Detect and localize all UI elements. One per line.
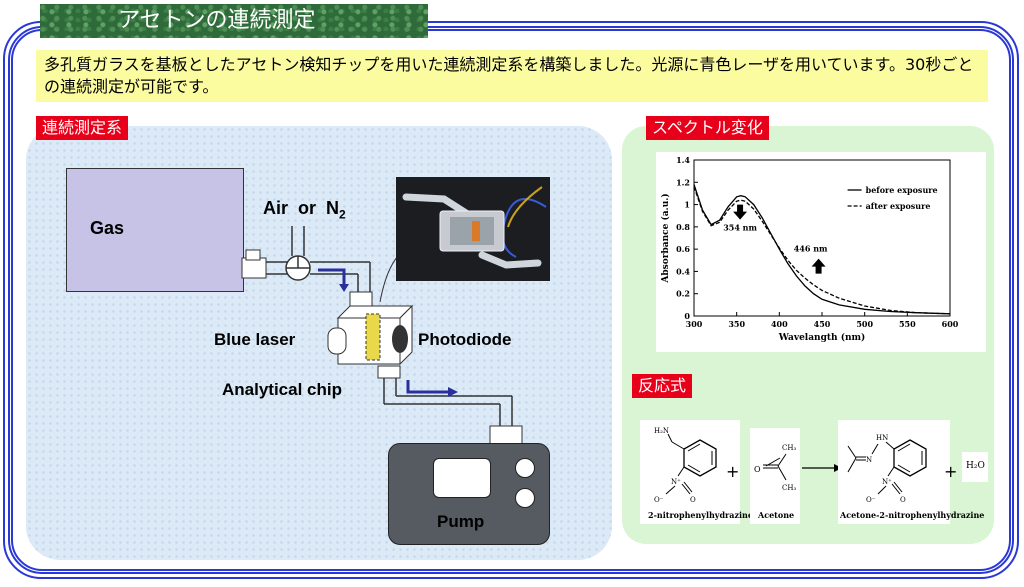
x-tick-label: 350 xyxy=(728,319,745,329)
pump: Pump xyxy=(388,443,550,545)
y-tick-label: 0.4 xyxy=(676,266,690,276)
y-tick-label: 1 xyxy=(684,200,690,210)
nitro-n-atom: N⁺ xyxy=(671,478,681,486)
setup-diagram-lines xyxy=(241,226,523,445)
pump-button-bottom xyxy=(515,488,535,508)
acetone-methyl-top: CH₃ xyxy=(782,444,796,452)
nitro-o-atom: O xyxy=(690,496,696,504)
outer-frame xyxy=(3,21,1019,579)
x-axis-ticks: 300 350 400 450 500 550 600 xyxy=(686,312,959,329)
product-nitro-ominus: O⁻ xyxy=(866,496,876,504)
x-tick-label: 450 xyxy=(814,319,831,329)
x-tick-label: 500 xyxy=(856,319,873,329)
y-tick-label: 1.4 xyxy=(676,155,690,165)
acetone-methyl-bottom: CH₃ xyxy=(782,484,796,492)
flow-arrow-out xyxy=(406,380,450,394)
acetone-structure: O CH₃ CH₃ xyxy=(754,444,796,492)
chip-label: Analytical chip xyxy=(222,380,342,399)
x-tick-label: 300 xyxy=(686,319,703,329)
carrier-gas-label: Air or N2 xyxy=(263,198,346,222)
h2n-atom: H₂N xyxy=(654,427,669,435)
y-tick-label: 0.2 xyxy=(676,289,690,299)
laser-lens xyxy=(327,327,347,355)
intro-text: 多孔質ガラスを基板としたアセトン検知チップを用いた連続測定系を構築しました。光源… xyxy=(36,50,988,102)
product-nitro-o: O xyxy=(900,496,906,504)
x-tick-label: 600 xyxy=(942,319,959,329)
product-hn-atom: HN xyxy=(876,434,888,442)
pump-button-top xyxy=(515,458,535,478)
series-line-2 xyxy=(693,186,951,315)
chip-photo-illustration xyxy=(396,177,550,281)
reactant2-card: O CH₃ CH₃ Acetone xyxy=(750,428,800,524)
water-card: H₂O xyxy=(962,452,988,482)
water-formula: H₂O xyxy=(966,461,985,471)
setup-section-label: 連続測定系 xyxy=(36,116,129,140)
product-structure: HN N N⁺ O⁻ O xyxy=(847,434,927,504)
laser-label: Blue laser xyxy=(214,330,296,349)
annotation-arrow-down xyxy=(733,204,748,220)
x-tick-label: 400 xyxy=(771,319,788,329)
plot-frame xyxy=(693,159,951,317)
y-axis-ticks: 0 0.2 0.4 0.6 0.8 1 1.2 1.4 xyxy=(676,155,698,321)
annotation-label: 354 nm xyxy=(723,223,757,233)
legend-label: before exposure xyxy=(866,185,938,195)
product-n-atom: N xyxy=(866,456,872,464)
acetone-o-atom: O xyxy=(754,465,761,474)
x-axis-label: Wavelangth (nm) xyxy=(778,332,866,343)
gas-cylinder xyxy=(66,168,244,292)
pump-inlet xyxy=(489,425,523,445)
reaction-section-label: 反応式 xyxy=(632,374,693,398)
product-name: Acetone-2-nitrophenylhydrazine xyxy=(840,510,985,520)
photodiode-label: Photodiode xyxy=(418,330,512,349)
peak-annotations: 354 nm 446 nm xyxy=(723,204,828,274)
reactant1-card: H₂N N⁺ O⁻ O 2-nitrophenylhydrazine xyxy=(640,420,753,524)
y-axis-label: Absorbance (a.u.) xyxy=(660,193,671,283)
y-tick-label: 0 xyxy=(684,311,690,321)
content-frame xyxy=(8,26,1014,574)
y-tick-label: 0.6 xyxy=(676,244,690,254)
product-card: HN N N⁺ O⁻ O Acetone-2-nitrophenylhydraz… xyxy=(838,420,984,524)
gas-connector-cap xyxy=(245,249,261,261)
reactant1-name: 2-nitrophenylhydrazine xyxy=(648,510,753,520)
pump-display xyxy=(433,458,491,498)
page-title: アセトンの連続測定 xyxy=(40,4,428,38)
nitro-ominus-atom: O⁻ xyxy=(654,496,664,504)
nitrophenylhydrazine-structure: H₂N N⁺ O⁻ O xyxy=(654,427,717,504)
series-lines xyxy=(693,184,951,315)
spectrum-chart: 0 0.2 0.4 0.6 0.8 1 1.2 1.4 300 350 400 450 500 550 6… xyxy=(660,155,959,343)
photodiode-sensor xyxy=(392,325,408,353)
pump-label: Pump xyxy=(437,512,485,531)
legend-label: after exposure xyxy=(866,201,931,211)
plus-sign-2: + xyxy=(944,462,958,481)
spectrum-chart-area: 0 0.2 0.4 0.6 0.8 1 1.2 1.4 300 350 400 450 500 550 6… xyxy=(656,152,986,352)
y-tick-label: 1.2 xyxy=(676,177,690,187)
chart-legend: before exposure after exposure xyxy=(847,185,938,211)
annotation-arrow-up xyxy=(811,258,826,274)
annotation-label: 446 nm xyxy=(794,244,828,254)
gas-connector xyxy=(241,257,267,279)
gas-label: Gas xyxy=(90,218,125,238)
reactant2-name: Acetone xyxy=(758,510,795,520)
x-tick-label: 550 xyxy=(899,319,916,329)
analytical-chip xyxy=(365,313,381,361)
product-nitro-n: N⁺ xyxy=(882,478,892,486)
plus-sign-1: + xyxy=(726,462,740,481)
chip-photo xyxy=(396,177,550,281)
spectrum-section-label: スペクトル変化 xyxy=(646,116,769,140)
y-tick-label: 0.8 xyxy=(676,222,690,232)
flow-arrow-in xyxy=(318,268,346,286)
